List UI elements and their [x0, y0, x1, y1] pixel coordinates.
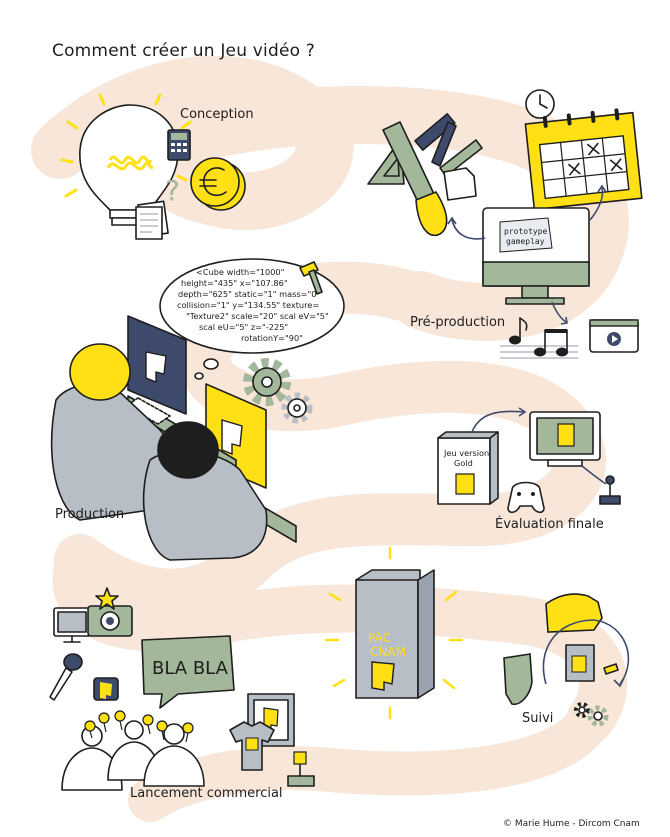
tshirt-icon — [229, 721, 275, 771]
gears-icon — [243, 358, 313, 424]
page-title: Comment créer un Jeu vidéo ? — [52, 41, 315, 61]
gamepad-icon — [507, 481, 545, 514]
arcade-joystick-icon — [287, 751, 315, 787]
code-line-6: scal eU="5" z="-225" — [199, 322, 288, 332]
small-gears-icon — [574, 702, 609, 727]
gold-box-line1: Jeu version — [443, 448, 489, 458]
gold-game-box: Jeu version Gold — [437, 431, 499, 505]
speech-text: BLA BLA — [152, 658, 229, 679]
speech-bubble: BLA BLA — [141, 635, 235, 709]
clock-icon — [525, 89, 555, 119]
conception-section: Conception — [60, 93, 254, 240]
flow-arrows — [447, 184, 607, 325]
product-box-line2: CNAM — [370, 645, 406, 659]
camera-icon — [87, 587, 133, 637]
thumbs-up-icon — [545, 593, 603, 633]
step-label-evaluation: Évaluation finale — [495, 516, 604, 532]
product-box-small — [565, 644, 595, 682]
code-line-2: height="435" x="107.86" — [181, 278, 288, 288]
evaluation-section: Jeu version Gold Évaluation finale — [437, 407, 621, 532]
joystick-icon — [599, 475, 621, 505]
calendar-icon — [524, 108, 643, 211]
paintbrush-icon — [382, 121, 448, 237]
step-label-conception: Conception — [180, 107, 254, 122]
calculator-icon — [167, 129, 191, 161]
euro-coin-icon — [190, 157, 246, 211]
code-line-4: collision="1" y="134.55" texture= — [177, 300, 319, 310]
launch-section: BLA BLA — [49, 587, 315, 801]
code-thought-bubble: <Cube width="1000" height="435" x="107.8… — [159, 258, 345, 380]
pac-cnam-box: PAC CNAM — [324, 546, 464, 720]
evaluation-arrow — [471, 407, 607, 485]
credit-text: © Marie Hume - Dircom Cnam — [503, 819, 640, 829]
suivi-section: Suivi — [503, 593, 630, 727]
tv-icon — [53, 607, 91, 643]
code-line-3: depth="625" static="1" mass="0" — [178, 289, 320, 299]
developers-desk-illustration — [50, 315, 297, 561]
arcade-screen-icon — [529, 411, 601, 467]
step-label-production: Production — [55, 507, 124, 522]
step-label-launch: Lancement commercial — [130, 786, 283, 801]
microphone-icon — [49, 653, 83, 701]
thumbs-down-icon — [503, 653, 533, 706]
product-box-line1: PAC — [368, 631, 391, 645]
documents-icon — [135, 200, 169, 240]
video-player-icon — [589, 319, 639, 353]
lightbulb-icon — [60, 93, 192, 226]
preproduction-section: prototype gameplay Pré-production — [367, 89, 643, 359]
step-label-suivi: Suivi — [522, 711, 553, 726]
monitor-note-line2: gameplay — [506, 237, 545, 246]
small-hammer-icon — [603, 663, 619, 675]
monitor-note-line1: prototype — [504, 227, 548, 236]
gold-box-line2: Gold — [454, 458, 473, 468]
code-line-1: <Cube width="1000" — [196, 267, 284, 277]
feedback-cycle-arrow — [542, 619, 630, 688]
hammer-icon — [299, 261, 323, 295]
question-mark-icon: ? — [165, 174, 180, 207]
ruler-pencil-icon — [414, 113, 483, 177]
paper-sheet-icon — [443, 167, 477, 201]
music-notes-icon — [500, 317, 578, 359]
monitor-icon: prototype gameplay — [482, 207, 590, 305]
production-section: <Cube width="1000" height="435" x="107.8… — [50, 258, 345, 561]
code-line-5: "Texture2" scale="20" scal eV="5" — [186, 311, 329, 321]
crowd-illustration — [61, 710, 205, 791]
pac-logo-icon — [93, 677, 119, 701]
code-line-7: rotationY="90" — [241, 333, 303, 343]
step-label-preproduction: Pré-production — [410, 315, 505, 330]
